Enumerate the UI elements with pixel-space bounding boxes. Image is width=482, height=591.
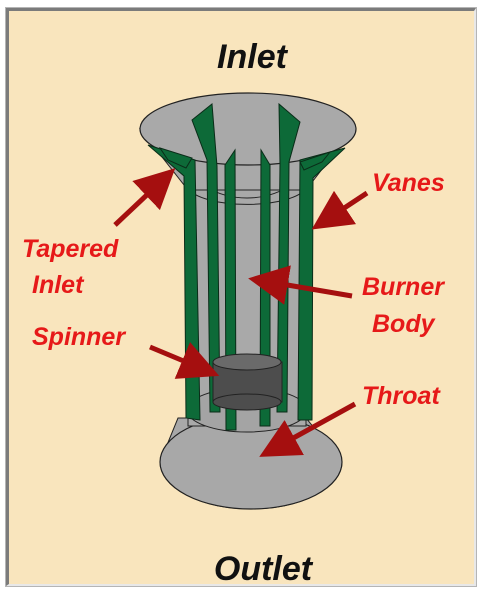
- label-burner-body-line2: Body: [372, 310, 436, 338]
- outlet-title: Outlet: [214, 550, 314, 588]
- arrow-tapered-inlet: [115, 175, 168, 225]
- spinner: [213, 354, 282, 410]
- label-throat: Throat: [362, 382, 441, 410]
- label-tapered-inlet-line2: Inlet: [32, 271, 85, 299]
- tapered-inlet-cone: [140, 93, 356, 204]
- label-spinner: Spinner: [32, 323, 126, 351]
- label-vanes: Vanes: [372, 169, 445, 197]
- inlet-title: Inlet: [217, 38, 289, 76]
- arrow-vanes: [320, 193, 367, 224]
- label-tapered-inlet-line1: Tapered: [22, 235, 119, 263]
- label-burner-body-line1: Burner: [362, 273, 445, 301]
